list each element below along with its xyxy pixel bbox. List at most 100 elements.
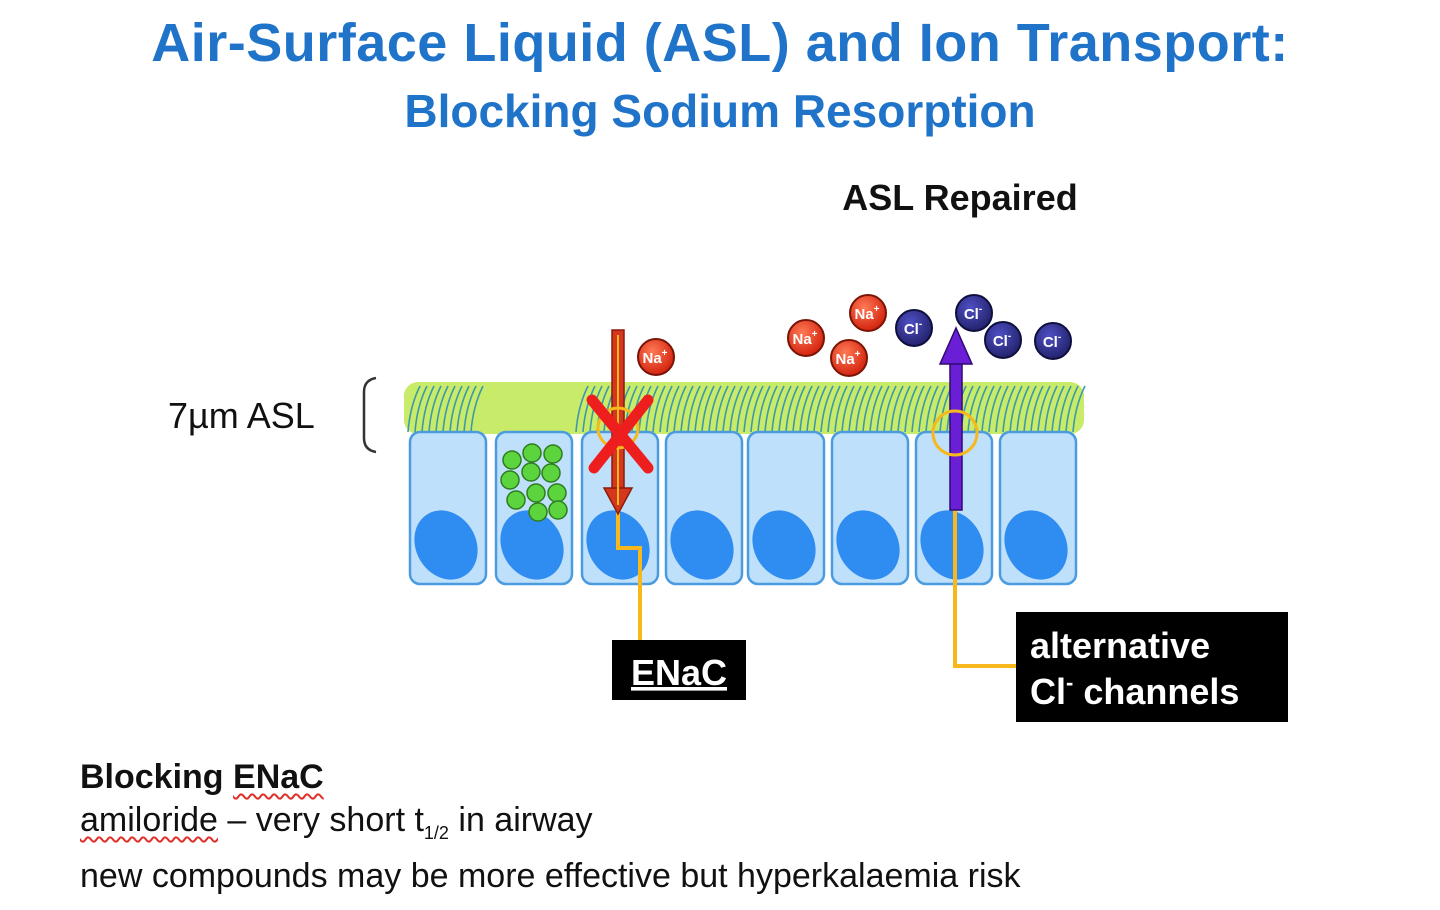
- block-x-icon: [586, 394, 654, 474]
- cilium: [1030, 385, 1044, 433]
- cilium: [869, 385, 883, 433]
- cilium: [652, 385, 666, 433]
- cilium: [806, 385, 820, 433]
- na-ion: Na+: [637, 338, 675, 376]
- cilium: [659, 385, 673, 433]
- cilium: [827, 385, 841, 433]
- granule: [500, 470, 520, 490]
- cilium: [813, 385, 827, 433]
- cell-nucleus: [920, 510, 984, 580]
- cilium: [575, 385, 589, 433]
- cilium: [820, 385, 834, 433]
- cell-nucleus: [414, 510, 478, 580]
- cilium: [918, 385, 932, 433]
- caption-heading: Blocking ENaC: [80, 758, 324, 796]
- cilium: [785, 385, 799, 433]
- cilium: [904, 385, 918, 433]
- cilium: [771, 385, 785, 433]
- cilium: [743, 385, 757, 433]
- cilium: [862, 385, 876, 433]
- cilium: [848, 385, 862, 433]
- cilium: [855, 385, 869, 433]
- cilium: [1065, 385, 1079, 433]
- cilium: [645, 385, 659, 433]
- cell-nucleus: [500, 510, 564, 580]
- cl-channel-label-box: [1016, 612, 1288, 722]
- cl-ion: Cl-: [895, 309, 933, 347]
- cilium: [407, 385, 421, 433]
- cilium: [883, 385, 897, 433]
- cilium: [414, 385, 428, 433]
- goblet-cell-granules: [500, 443, 568, 522]
- cilium: [421, 385, 435, 433]
- cl-channel-pointer-line: [953, 440, 1018, 668]
- cilium: [1009, 385, 1023, 433]
- cilium: [778, 385, 792, 433]
- svg-text:Cl-: Cl-: [993, 331, 1011, 350]
- cell-nucleus: [836, 510, 900, 580]
- cilium: [988, 385, 1002, 433]
- cell-nucleus: [1004, 510, 1068, 580]
- cilium: [708, 385, 722, 433]
- cl-channel-label-line1: alternative: [1030, 625, 1210, 666]
- cilium: [841, 385, 855, 433]
- cilium: [897, 385, 911, 433]
- cilium: [582, 385, 596, 433]
- granule: [548, 500, 568, 520]
- enac-label-box: [612, 640, 746, 700]
- cl-ion: Cl-: [955, 294, 993, 332]
- cilium: [1016, 385, 1030, 433]
- granule: [506, 490, 526, 510]
- cilium: [736, 385, 750, 433]
- epithelial-cells: [408, 430, 1078, 586]
- svg-text:Na+: Na+: [854, 304, 879, 323]
- cilium: [673, 385, 687, 433]
- na-ion: Na+: [830, 339, 868, 377]
- cl-ion: Cl-: [1034, 322, 1072, 360]
- svg-text:Na+: Na+: [792, 329, 817, 348]
- cilium: [456, 385, 470, 433]
- cilium: [1044, 385, 1058, 433]
- cilium: [1023, 385, 1037, 433]
- cilium: [876, 385, 890, 433]
- granule: [521, 462, 541, 482]
- cilium: [701, 385, 715, 433]
- asl-bracket: [362, 376, 377, 454]
- na-ion: Na+: [787, 319, 825, 357]
- cell-nucleus: [670, 510, 734, 580]
- cilium: [834, 385, 848, 433]
- granule: [541, 463, 561, 483]
- cilium: [1002, 385, 1016, 433]
- cell-nucleus: [752, 510, 816, 580]
- svg-text:Cl-: Cl-: [1043, 332, 1061, 351]
- cilium: [757, 385, 771, 433]
- granule: [502, 450, 522, 470]
- svg-text:Na+: Na+: [835, 349, 860, 368]
- cilium: [680, 385, 694, 433]
- granule: [528, 502, 548, 522]
- enac-channel-marker: [596, 406, 640, 450]
- cilium: [470, 385, 484, 433]
- cilium: [1072, 385, 1086, 433]
- cilium: [1058, 385, 1072, 433]
- cilium: [764, 385, 778, 433]
- enac-label: ENaC: [631, 652, 727, 693]
- caption: Blocking ENaC amiloride – very short t1/…: [80, 756, 1021, 898]
- cl-secretion-arrow: [938, 326, 974, 511]
- cilium: [911, 385, 925, 433]
- asl-status-label: ASL Repaired: [842, 177, 1077, 218]
- cilium: [995, 385, 1009, 433]
- svg-text:Cl-: Cl-: [964, 304, 982, 323]
- granule: [543, 444, 563, 464]
- svg-text:Cl-: Cl-: [904, 319, 922, 338]
- granule: [547, 483, 567, 503]
- granule: [526, 483, 546, 503]
- cilium: [428, 385, 442, 433]
- cilium: [792, 385, 806, 433]
- cl-ion: Cl-: [984, 321, 1022, 359]
- cilium: [890, 385, 904, 433]
- caption-line-new-compounds: new compounds may be more effective but …: [80, 856, 1021, 895]
- cilium: [435, 385, 449, 433]
- svg-text:Na+: Na+: [642, 348, 667, 367]
